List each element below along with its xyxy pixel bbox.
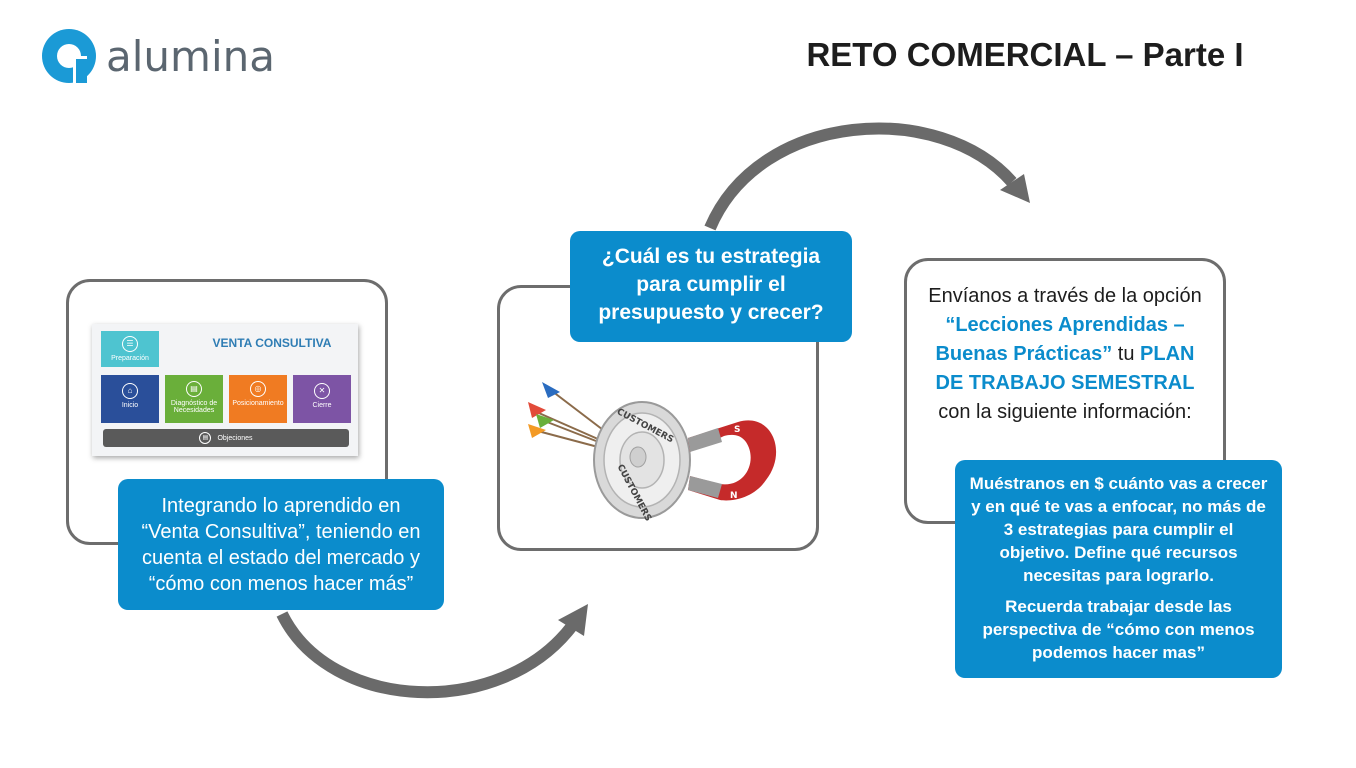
step3-details: Muéstranos en $ cuánto vas a crecer y en…: [955, 460, 1282, 678]
magnet-label-s: S: [734, 425, 740, 435]
alumina-logo-icon: [40, 26, 100, 86]
plan-name: PLAN DE TRABAJO SEMESTRAL: [935, 343, 1195, 394]
instruction-text: con la siguiente información:: [938, 401, 1192, 423]
stage-inicio: ⌂ Inicio: [101, 375, 159, 423]
details-paragraph: Recuerda trabajar desde las perspectiva …: [982, 597, 1255, 662]
stage-label: Inicio: [121, 402, 139, 409]
stage-posicionamiento: ◎ Posicionamiento: [229, 375, 287, 423]
list-icon: ☰: [122, 336, 138, 352]
stage-label: Diagnóstico de Necesidades: [170, 400, 218, 414]
brand-name: alumina: [106, 31, 275, 81]
clipboard-icon: ▤: [186, 381, 202, 397]
stage-label: Objeciones: [217, 434, 253, 442]
stage-label: Posicionamiento: [232, 400, 284, 407]
page-title: RETO COMERCIAL – Parte I: [806, 36, 1244, 73]
venta-consultiva-diagram: VENTA CONSULTIVA ☰ Preparación ⌂ Inicio …: [92, 324, 358, 456]
target-icon: ◎: [250, 381, 266, 397]
stage-preparacion: ☰ Preparación: [101, 331, 159, 367]
close-circle-icon: ✕: [314, 383, 330, 399]
magnet-label-n: N: [730, 491, 738, 501]
stage-cierre: ✕ Cierre: [293, 375, 351, 423]
details-paragraph: Muéstranos en $ cuánto vas a crecer y en…: [969, 474, 1268, 585]
stage-objeciones: ▤ Objeciones: [103, 429, 349, 447]
option-name: “Lecciones Aprendidas – Buenas Prácticas…: [935, 314, 1185, 365]
instruction-text: tu: [1112, 343, 1141, 365]
instruction-text: Envíanos a través de la opción: [928, 285, 1202, 307]
target-magnet-icon: CUSTOMERS CUSTOMERS S N: [528, 382, 777, 523]
stage-label: Cierre: [312, 402, 332, 409]
document-icon: ▤: [199, 432, 212, 444]
alumina-logo: alumina: [40, 26, 275, 86]
home-icon: ⌂: [122, 383, 138, 399]
step2-question: ¿Cuál es tu estrategia para cumplir el p…: [570, 231, 852, 342]
diagram-title: VENTA CONSULTIVA: [212, 336, 332, 350]
stage-label: Preparación: [111, 355, 149, 362]
stage-diagnostico: ▤ Diagnóstico de Necesidades: [165, 375, 223, 423]
step3-instructions: Envíanos a través de la opción “Leccione…: [920, 282, 1210, 427]
step1-caption: Integrando lo aprendido en “Venta Consul…: [118, 479, 444, 610]
